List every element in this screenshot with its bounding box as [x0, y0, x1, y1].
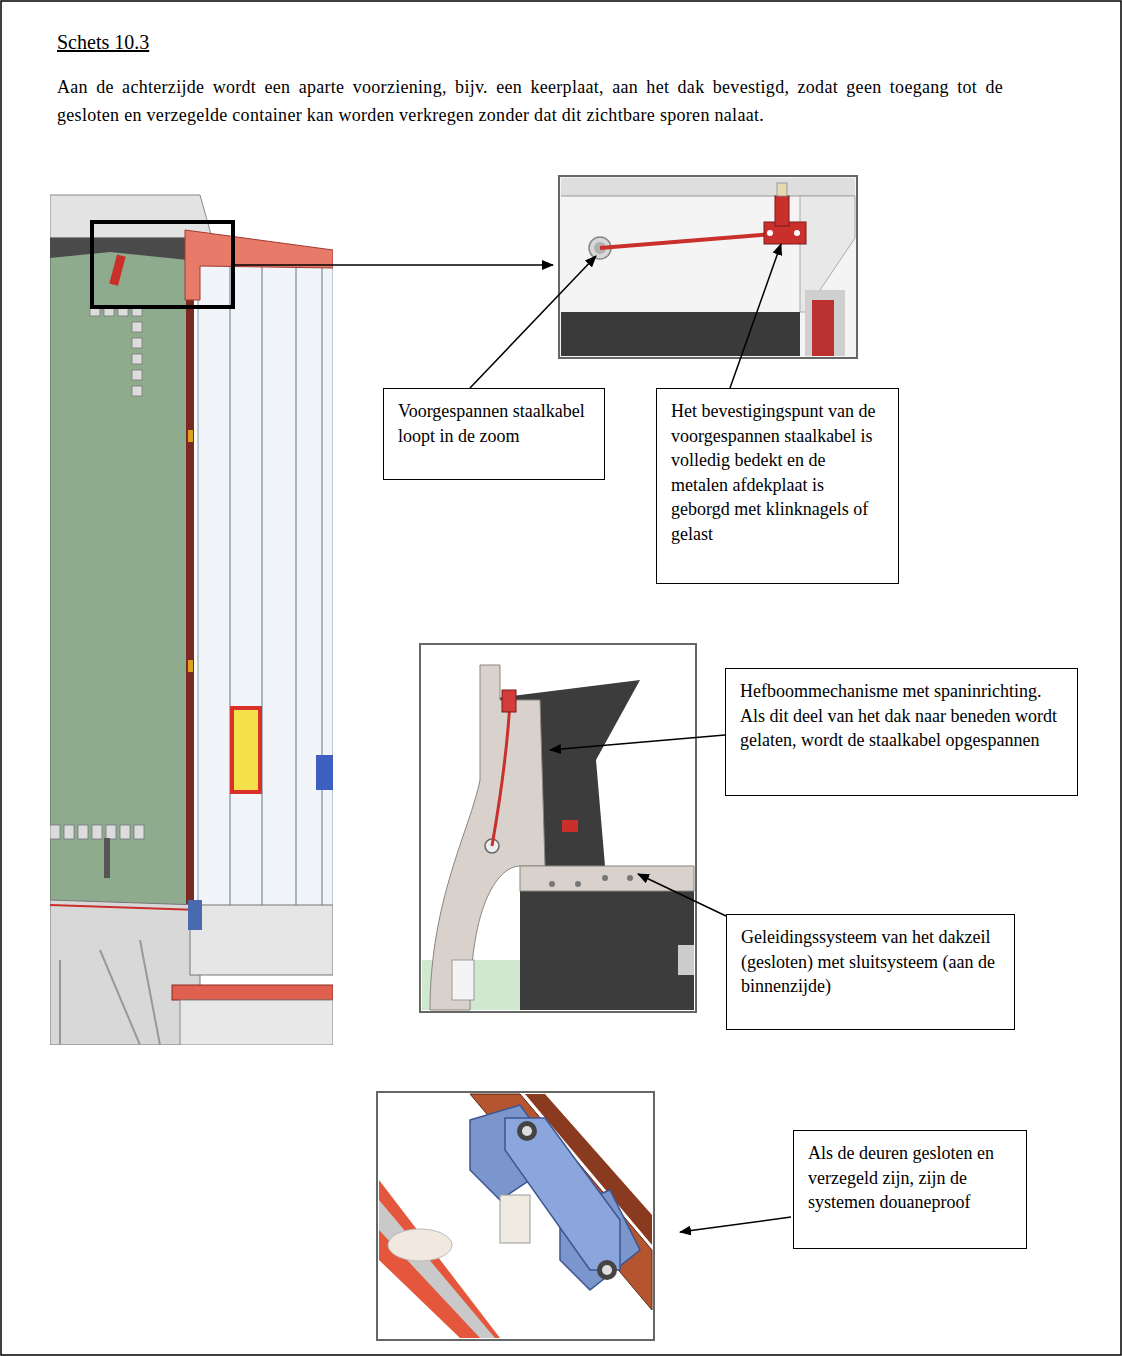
callout-box: Geleidingssysteem van het dakzeil (geslo… [726, 914, 1015, 1030]
callout-text: Als de deuren gesloten en verzegeld zijn… [808, 1141, 1014, 1215]
leader-line [730, 244, 781, 388]
detail-cable-fixing [559, 176, 857, 358]
leader-line [550, 735, 725, 750]
zoom-arrow [233, 264, 553, 266]
callout-box: Het bevestigingspunt van de voorgespanne… [656, 388, 899, 584]
callout-box: Als de deuren gesloten en verzegeld zijn… [793, 1130, 1027, 1249]
detail-door-bracket [377, 1092, 654, 1340]
trailer-rear-view [50, 190, 333, 1045]
detail-lever-mechanism [420, 644, 696, 1012]
leader-line [638, 874, 726, 916]
leader-line [470, 256, 596, 388]
sketch-title: Schets 10.3 [57, 30, 149, 54]
callout-text: Het bevestigingspunt van de voorgespanne… [671, 399, 886, 546]
callout-text: Hefboommechanisme met spaninrichting. Al… [740, 679, 1065, 753]
callout-text: Voorgespannen staalkabel loopt in de zoo… [398, 399, 592, 448]
callout-box: Voorgespannen staalkabel loopt in de zoo… [383, 388, 605, 480]
leader-line [680, 1217, 791, 1232]
callout-text: Geleidingssysteem van het dakzeil (geslo… [741, 925, 1002, 999]
intro-paragraph: Aan de achterzijde wordt een aparte voor… [57, 73, 1003, 129]
callout-box: Hefboommechanisme met spaninrichting. Al… [725, 668, 1078, 796]
zoom-frame [92, 222, 233, 307]
